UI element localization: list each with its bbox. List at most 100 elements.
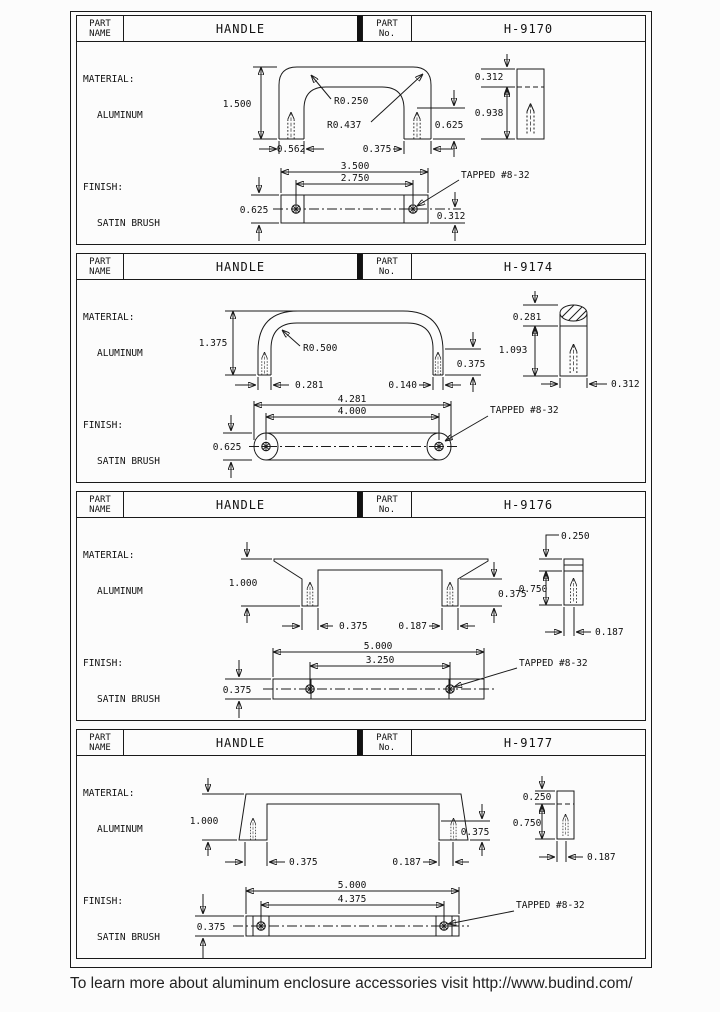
dim-leg-width: 0.281 [295, 380, 324, 391]
front-view: 1.500 R0.250 R0.437 0.562 0.375 0.625 [223, 66, 465, 157]
drawing-h9176: 1.000 0.375 0.187 0.375 0.250 [223, 531, 624, 718]
part-name-value: HANDLE [215, 735, 266, 750]
part-no-label-line2: No. [378, 742, 396, 753]
part-name-label-line2: NAME [89, 28, 111, 39]
part-name-label-line1: PART [89, 494, 111, 505]
title-block-divider [357, 730, 362, 755]
drawing-h9170: 1.500 R0.250 R0.437 0.562 0.375 0.625 [223, 54, 545, 241]
tapped-note: TAPPED #8-32 [516, 900, 585, 911]
panel-body: MATERIAL: ALUMINUM FINISH: SATIN BRUSH 1… [77, 280, 645, 482]
dim-plan-length: 5.000 [364, 641, 393, 652]
part-no-label-line1: PART [376, 494, 398, 505]
dim-leg-width: 0.375 [339, 621, 368, 632]
part-name-label-line1: PART [89, 256, 111, 267]
dim-leg-width-right: 0.375 [363, 144, 392, 155]
finish-label: FINISH: [83, 182, 124, 193]
dim-hole-spacing: 3.250 [366, 655, 395, 666]
side-view: 0.250 0.750 0.187 [513, 776, 616, 863]
tapped-note: TAPPED #8-32 [461, 170, 530, 181]
dim-leg-height: 0.375 [457, 359, 486, 370]
material-label: MATERIAL: [83, 550, 135, 561]
finish-label: FINISH: [83, 896, 124, 907]
drawing-h9177: 1.000 0.375 0.187 0.375 [190, 776, 616, 958]
material-value: ALUMINUM [97, 586, 143, 597]
material-finish-block: MATERIAL: ALUMINUM FINISH: SATIN BRUSH [83, 288, 160, 492]
part-name-value: HANDLE [215, 259, 266, 274]
part-name-value: HANDLE [215, 21, 266, 36]
dim-plan-width: 0.625 [240, 205, 269, 216]
dim-leg-offset: 0.187 [398, 621, 427, 632]
page-frame [70, 11, 652, 968]
dim-side-lower-height: 0.750 [513, 818, 542, 829]
side-view: 0.250 0.750 0.187 [519, 531, 624, 638]
panel-body: MATERIAL: ALUMINUM FINISH: SATIN BRUSH 1… [77, 756, 645, 958]
dim-plan-width: 0.375 [223, 685, 252, 696]
dim-leg-width: 0.562 [277, 144, 306, 155]
dim-side-lower-height: 1.093 [499, 345, 528, 356]
material-label: MATERIAL: [83, 788, 135, 799]
section-hatch [560, 305, 587, 321]
dim-front-height: 1.000 [190, 816, 219, 827]
plan-view: 4.281 4.000 0.625 TAPPED #8-32 [213, 394, 559, 478]
dim-leg-offset: 0.140 [388, 380, 417, 391]
dim-leg-height: 0.375 [461, 827, 490, 838]
material-value: ALUMINUM [97, 824, 143, 835]
material-value: ALUMINUM [97, 348, 143, 359]
finish-value: SATIN BRUSH [97, 694, 160, 705]
plan-view: 5.000 4.375 0.375 TAPPED #8-32 [195, 880, 585, 958]
material-value: ALUMINUM [97, 110, 143, 121]
part-name-label-line2: NAME [89, 266, 111, 277]
part-name-label-line2: NAME [89, 504, 111, 515]
part-no-label-line1: PART [376, 18, 398, 29]
dim-side-lower-height: 0.938 [475, 108, 504, 119]
part-no-label-line1: PART [376, 732, 398, 743]
material-label: MATERIAL: [83, 74, 135, 85]
finish-value: SATIN BRUSH [97, 218, 160, 229]
material-finish-block: MATERIAL: ALUMINUM FINISH: SATIN BRUSH [83, 50, 160, 254]
front-view: 1.000 0.375 0.187 0.375 [190, 778, 490, 868]
dim-plan-width: 0.625 [213, 442, 242, 453]
part-no-value: H-9176 [503, 497, 554, 512]
dim-hole-spacing: 4.000 [338, 406, 367, 417]
part-name-label-line1: PART [89, 18, 111, 29]
dim-inner-radius: R0.437 [327, 120, 361, 131]
drawing-h9174: 1.375 R0.500 0.281 0.140 0.375 [199, 291, 640, 478]
panel-body: MATERIAL: ALUMINUM FINISH: SATIN BRUSH 1… [77, 42, 645, 244]
plan-view: 3.500 2.750 0.625 0.312 TAPPED #8-32 [240, 161, 530, 241]
part-name-label-line1: PART [89, 732, 111, 743]
dim-front-height: 1.000 [229, 578, 258, 589]
dim-leg-offset: 0.187 [392, 857, 421, 868]
dim-bar-diameter: 0.312 [611, 379, 640, 390]
part-no-value: H-9174 [503, 259, 554, 274]
dim-bend-radius: R0.500 [303, 343, 338, 354]
dim-plan-length: 4.281 [338, 394, 367, 405]
part-no-label-line2: No. [378, 266, 396, 277]
dim-front-height: 1.375 [199, 338, 228, 349]
part-no-value: H-9177 [503, 735, 554, 750]
part-no-label-line2: No. [378, 28, 396, 39]
dim-leg-height: 0.375 [498, 589, 527, 600]
footer-link-text[interactable]: To learn more about aluminum enclosure a… [70, 975, 633, 992]
front-view: 1.000 0.375 0.187 0.375 [229, 542, 527, 632]
dim-hole-edge-offset: 0.312 [437, 211, 466, 222]
dim-leg-width: 0.375 [289, 857, 318, 868]
panel-body: MATERIAL: ALUMINUM FINISH: SATIN BRUSH 1… [77, 518, 645, 720]
material-label: MATERIAL: [83, 312, 135, 323]
dim-hole-spacing: 4.375 [338, 894, 367, 905]
part-no-label-line1: PART [376, 256, 398, 267]
material-finish-block: MATERIAL: ALUMINUM FINISH: SATIN BRUSH [83, 526, 160, 730]
dim-plan-width: 0.375 [197, 922, 226, 933]
finish-value: SATIN BRUSH [97, 932, 160, 943]
dim-side-top-thickness: 0.281 [513, 312, 542, 323]
dim-side-width: 0.187 [587, 852, 616, 863]
plan-view: 5.000 3.250 0.375 TAPPED #8-32 [223, 641, 588, 718]
